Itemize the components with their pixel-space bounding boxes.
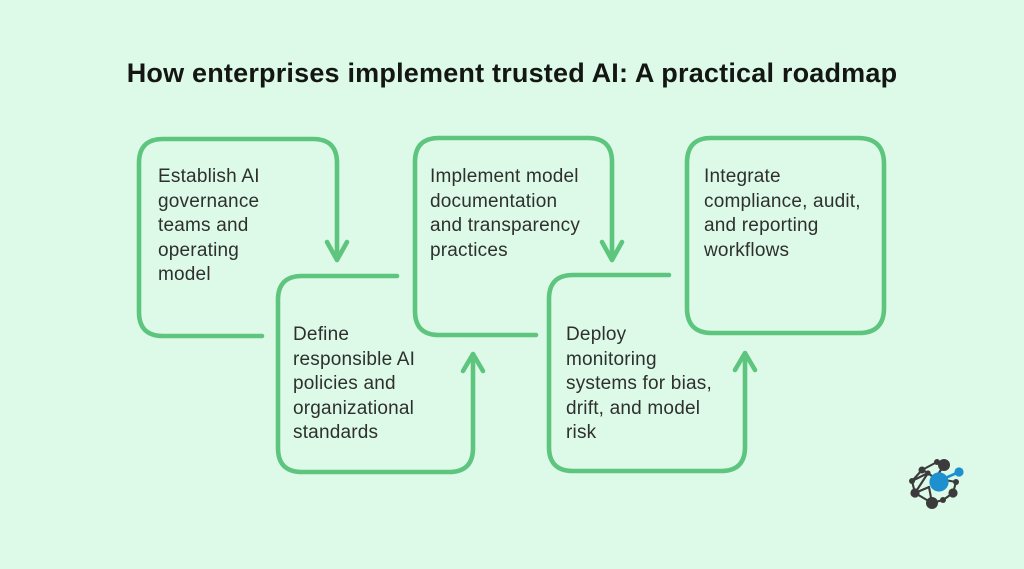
arrow-up-2-icon	[460, 351, 486, 374]
step-3-label: Implement model documentation and transp…	[430, 166, 581, 261]
arrow-up-4-icon	[732, 350, 758, 373]
step-box-5	[684, 135, 887, 336]
step-4-label: Deploy monitoring systems for bias, drif…	[566, 324, 712, 443]
arrow-down-3-icon	[599, 239, 625, 263]
arrow-down-1-icon	[324, 239, 350, 263]
step-box-1	[136, 136, 350, 339]
step-box-3	[412, 135, 625, 338]
step-5-label: Integrate compliance, audit, and reporti…	[704, 166, 861, 261]
logo-nodes	[909, 459, 959, 509]
logo-blue-node	[929, 467, 964, 492]
step-1-label: Establish AI governance teams and operat…	[158, 166, 260, 285]
step-box-2	[275, 273, 486, 475]
step-box-4	[546, 272, 758, 474]
step-2-label: Define responsible AI policies and organ…	[293, 324, 416, 443]
page-title: How enterprises implement trusted AI: A …	[126, 58, 898, 88]
network-graph-logo-icon	[909, 459, 964, 509]
